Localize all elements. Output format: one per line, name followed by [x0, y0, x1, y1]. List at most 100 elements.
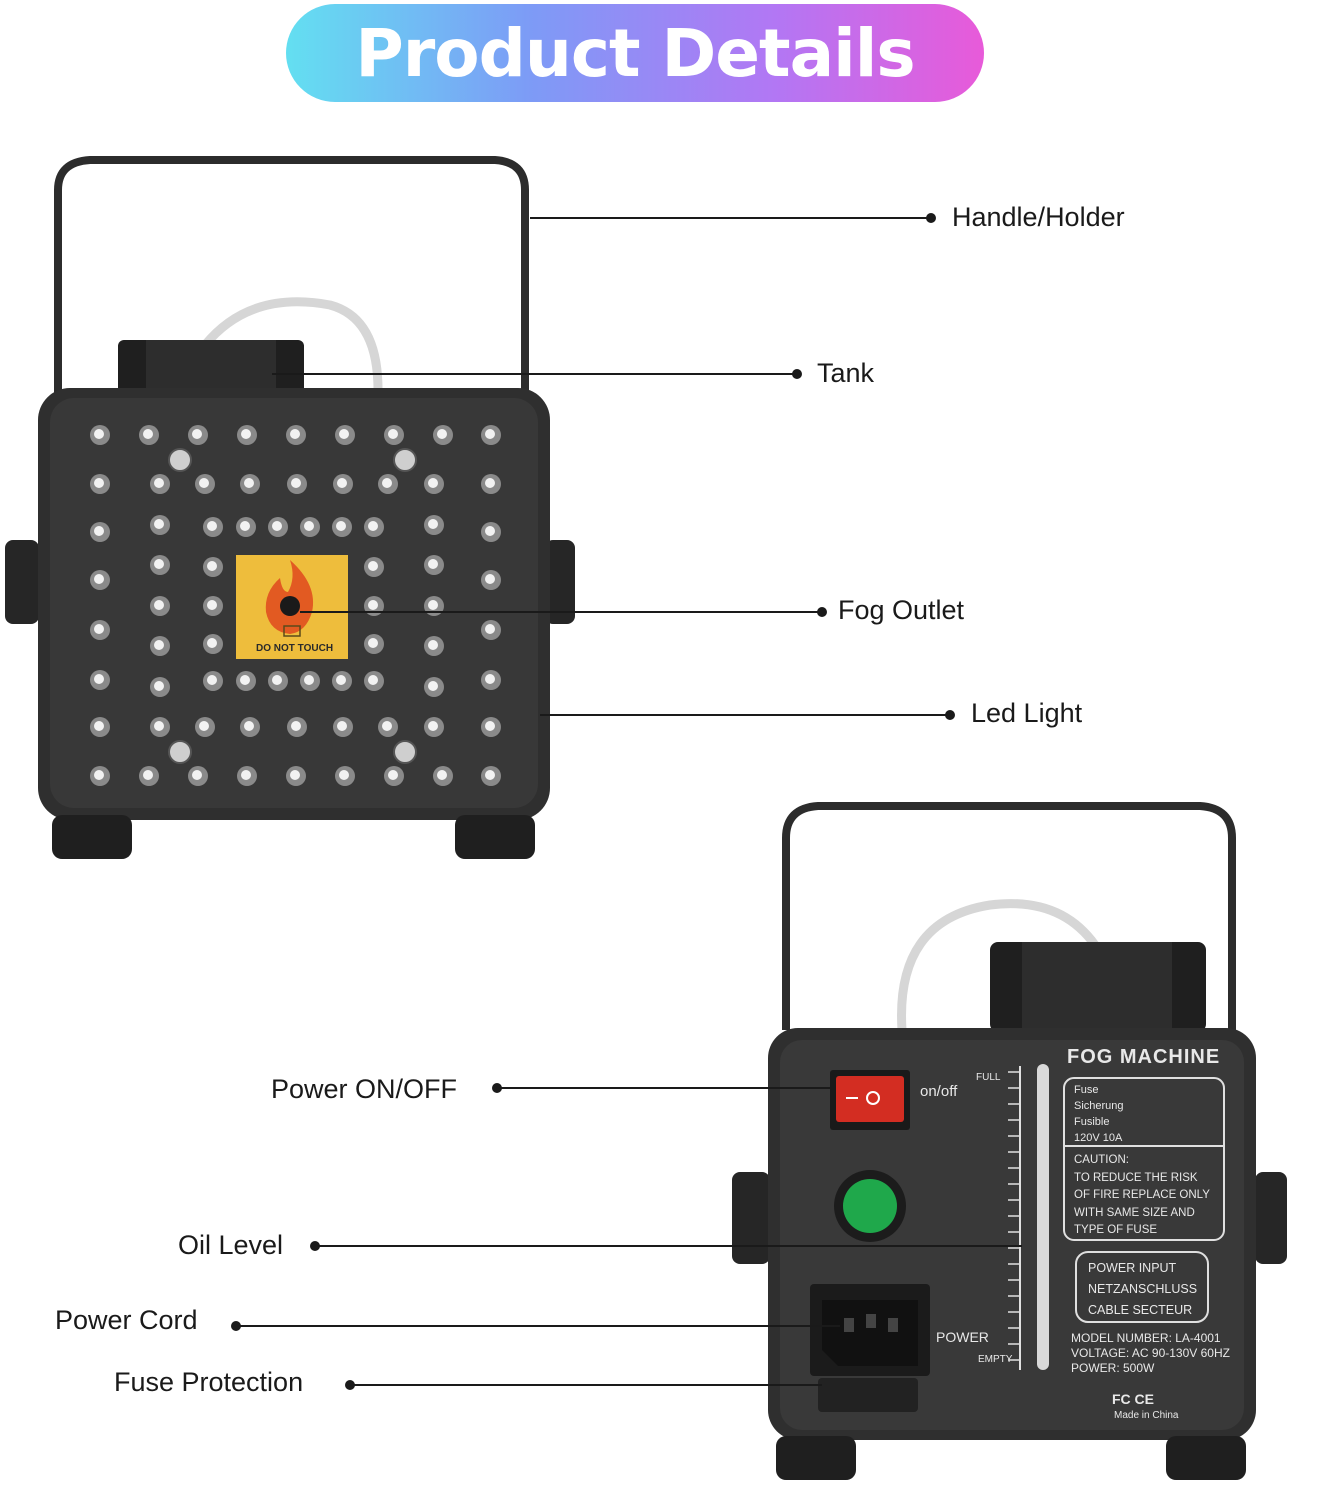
- led-highlight: [336, 675, 346, 685]
- specs-text: MODEL NUMBER: LA-4001 VOLTAGE: AC 90-130…: [1071, 1331, 1230, 1376]
- led-highlight: [339, 429, 349, 439]
- callout-power-cord: Power Cord: [55, 1305, 198, 1335]
- front-knob-right: [545, 540, 575, 624]
- led-highlight: [337, 721, 347, 731]
- led-highlight: [94, 624, 104, 634]
- led-highlight: [272, 521, 282, 531]
- led-highlight: [199, 478, 209, 488]
- led-highlight: [94, 429, 104, 439]
- page-title: Product Details: [355, 14, 915, 92]
- caution-line: TYPE OF FUSE: [1074, 1224, 1158, 1236]
- led-highlight: [290, 770, 300, 780]
- led-highlight: [485, 624, 495, 634]
- led-highlight: [192, 770, 202, 780]
- led-highlight: [388, 770, 398, 780]
- led-highlight: [485, 674, 495, 684]
- cert-marks: FC CE: [1112, 1391, 1154, 1407]
- led-highlight: [485, 770, 495, 780]
- panel-screw: [168, 740, 192, 764]
- caution-text: CAUTION: TO REDUCE THE RISK OF FIRE REPL…: [1074, 1152, 1210, 1240]
- led-highlight: [240, 521, 250, 531]
- callout-handle: Handle/Holder: [952, 202, 1125, 232]
- back-foot-left: [776, 1436, 856, 1480]
- led-highlight: [428, 681, 438, 691]
- led-highlight: [154, 681, 164, 691]
- led-highlight: [304, 521, 314, 531]
- led-highlight: [241, 770, 251, 780]
- led-highlight: [154, 600, 164, 610]
- fuse-info-line: Fusible: [1074, 1116, 1110, 1128]
- led-highlight: [290, 429, 300, 439]
- panel-screw: [168, 448, 192, 472]
- led-highlight: [94, 574, 104, 584]
- led-highlight: [143, 429, 153, 439]
- power-input-line: NETZANSCHLUSS: [1088, 1282, 1198, 1296]
- led-highlight: [485, 478, 495, 488]
- led-highlight: [207, 561, 217, 571]
- led-highlight: [368, 521, 378, 531]
- power-input-text: POWER INPUT NETZANSCHLUSS CABLE SECTEUR: [1088, 1258, 1197, 1321]
- led-highlight: [428, 600, 438, 610]
- brand-text: FOG MACHINE: [1067, 1046, 1221, 1068]
- callout-power-switch: Power ON/OFF: [271, 1074, 458, 1104]
- spec-line: POWER: 500W: [1071, 1361, 1155, 1375]
- led-highlight: [437, 429, 447, 439]
- led-highlight: [428, 519, 438, 529]
- front-foot-left: [52, 815, 132, 859]
- back-knob-right: [1255, 1172, 1287, 1264]
- led-highlight: [143, 770, 153, 780]
- led-highlight: [428, 721, 438, 731]
- caution-line: TO REDUCE THE RISK: [1074, 1171, 1198, 1184]
- led-highlight: [154, 721, 164, 731]
- switch-label: on/off: [920, 1083, 958, 1100]
- panel-screw: [393, 740, 417, 764]
- callout-oil-level: Oil Level: [178, 1230, 284, 1260]
- led-grid: [90, 425, 501, 786]
- led-highlight: [485, 429, 495, 439]
- led-highlight: [244, 721, 254, 731]
- led-highlight: [291, 721, 301, 731]
- led-highlight: [154, 478, 164, 488]
- fuse-info-line: Fuse: [1074, 1084, 1099, 1096]
- fuse-info-line: 120V 10A: [1074, 1132, 1123, 1144]
- back-knob-left: [732, 1172, 770, 1264]
- led-highlight: [304, 675, 314, 685]
- led-highlight: [94, 526, 104, 536]
- front-knob-left: [5, 540, 39, 624]
- led-highlight: [272, 675, 282, 685]
- led-highlight: [207, 600, 217, 610]
- origin-text: Made in China: [1114, 1410, 1179, 1421]
- title-banner: Product Details: [286, 4, 984, 102]
- led-highlight: [382, 721, 392, 731]
- led-highlight: [368, 675, 378, 685]
- panel-screw: [393, 448, 417, 472]
- led-highlight: [154, 640, 164, 650]
- back-foot-right: [1166, 1436, 1246, 1480]
- led-highlight: [94, 770, 104, 780]
- power-input-line: POWER INPUT: [1088, 1261, 1177, 1275]
- led-highlight: [154, 519, 164, 529]
- led-highlight: [241, 429, 251, 439]
- led-highlight: [94, 721, 104, 731]
- led-highlight: [192, 429, 202, 439]
- front-fog-machine: [5, 156, 575, 859]
- led-highlight: [199, 721, 209, 731]
- led-highlight: [485, 721, 495, 731]
- back-fog-machine: [732, 802, 1287, 1480]
- fuse-holder: [818, 1378, 918, 1412]
- spec-line: VOLTAGE: AC 90-130V 60HZ: [1071, 1346, 1230, 1360]
- front-handle: [54, 156, 529, 395]
- led-highlight: [382, 478, 392, 488]
- led-highlight: [94, 674, 104, 684]
- led-highlight: [339, 770, 349, 780]
- back-tube: [897, 899, 1099, 1031]
- led-highlight: [368, 561, 378, 571]
- callout-fuse: Fuse Protection: [114, 1367, 304, 1397]
- level-full-label: FULL: [976, 1072, 1001, 1083]
- power-input-line: CABLE SECTEUR: [1088, 1303, 1193, 1317]
- led-highlight: [485, 574, 495, 584]
- fuse-info-box: [1063, 1077, 1225, 1241]
- led-highlight: [154, 559, 164, 569]
- fog-outlet-nozzle: [280, 596, 300, 616]
